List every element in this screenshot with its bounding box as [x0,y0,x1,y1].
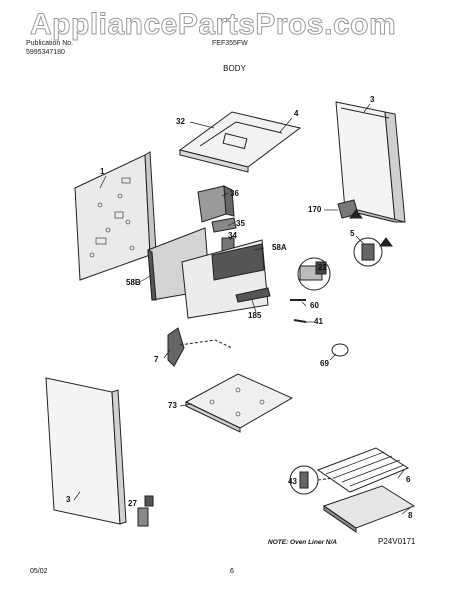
label-34: 34 [228,231,237,240]
label-43: 43 [288,477,297,486]
publication-label: Publication No. [26,40,74,47]
plug-69 [331,343,349,357]
page-title: BODY [223,64,246,73]
back-panel [74,151,157,281]
label-5: 5 [350,229,355,238]
label-73: 73 [168,401,177,410]
watermark-logo: AppliancePartsPros.com [29,8,397,42]
broiler-pan-8 [322,485,416,533]
label-58b: 58B [126,278,141,287]
leveler-5 [349,209,393,267]
label-69: 69 [320,359,329,368]
label-170: 170 [308,205,322,214]
right-side-panel [335,101,406,223]
label-3-left: 3 [66,495,71,504]
label-27: 27 [128,499,137,508]
label-21: 21 [318,263,327,272]
top-cover-part [178,111,302,173]
label-4: 4 [294,109,299,118]
label-7: 7 [154,355,159,364]
clip-27 [137,495,154,527]
label-32: 32 [176,117,185,126]
latch-7 [167,327,233,367]
label-36: 36 [230,189,239,198]
label-185: 185 [248,311,262,320]
label-1: 1 [100,167,105,176]
bracket-36 [197,185,235,223]
footer-date: 05/02 [30,568,48,575]
model-number: FEF355FW [212,40,248,47]
publication-number: 5995347180 [26,49,65,56]
left-side-panel [45,377,127,525]
label-41: 41 [314,317,323,326]
label-8: 8 [408,511,413,520]
switch-21 [297,257,331,291]
label-35: 35 [236,219,245,228]
bottom-panel-73 [184,373,294,433]
pin-41 [293,319,307,323]
part-35 [211,217,237,233]
label-6: 6 [406,475,411,484]
diagram-code: P24V0171 [378,537,416,546]
label-58a: 58A [272,243,287,252]
screw-43 [289,465,335,495]
label-3-right: 3 [370,95,375,104]
page-number: 6 [230,568,234,575]
label-60: 60 [310,301,319,310]
oven-rack-6 [316,447,410,493]
strip-185 [235,287,271,303]
oven-liner-note: NOTE: Oven Liner N/A [268,539,337,546]
